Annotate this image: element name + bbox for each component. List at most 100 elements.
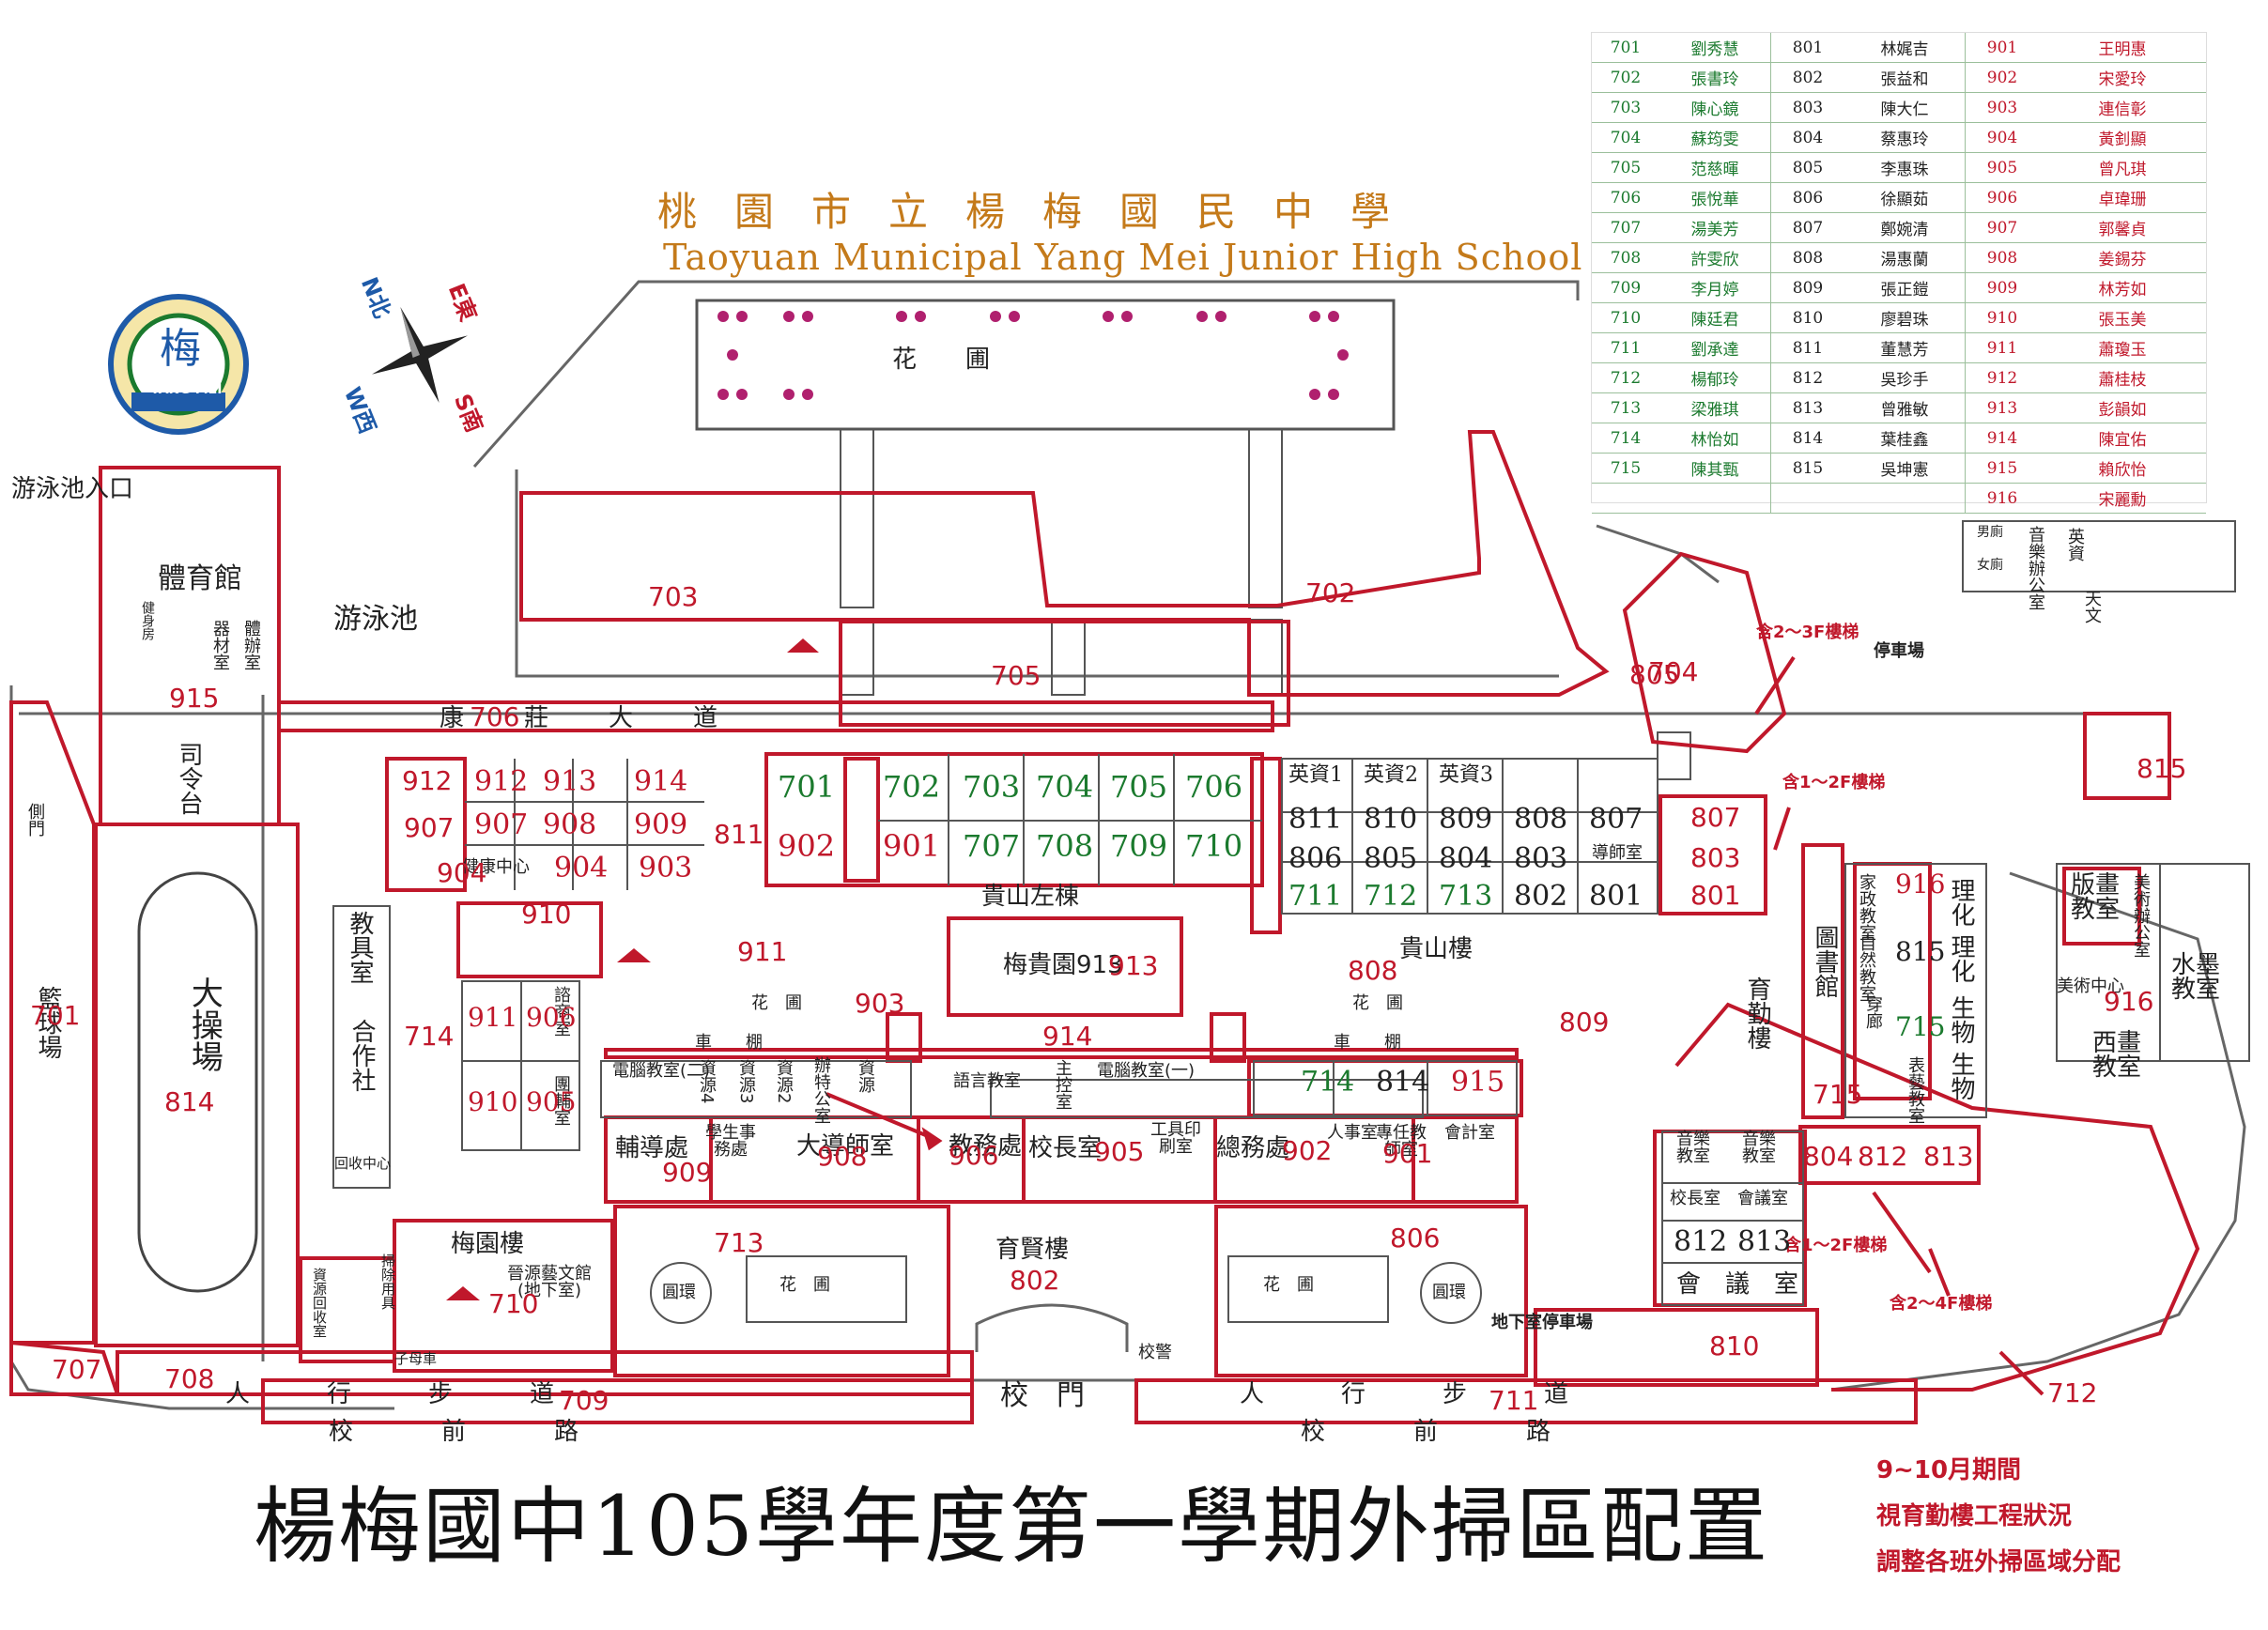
roster-cell: 709 xyxy=(1592,272,1659,303)
roster-cell: 廖碧珠 xyxy=(1844,302,1966,333)
roster-cell: 911 xyxy=(1965,332,2039,363)
room-number: 708 xyxy=(1036,828,1094,864)
roster-cell: 范慈暉 xyxy=(1659,152,1771,183)
roster-cell: 914 xyxy=(1965,423,2039,454)
kang-road-label: 康 莊 大 道 xyxy=(440,704,722,732)
roster-cell: 703 xyxy=(1592,92,1659,123)
roster-cell: 912 xyxy=(1965,362,2039,393)
control-room-label: 主控室 xyxy=(1053,1059,1072,1110)
note-line-2: 視育勤樓工程狀況 xyxy=(1876,1502,2073,1530)
zone-label-916: 916 xyxy=(2104,986,2154,1017)
room-number: 709 xyxy=(1110,828,1168,864)
personnel-label: 人事室 xyxy=(1327,1123,1378,1143)
room-number: 813 xyxy=(1737,1225,1792,1258)
recycle-label: 回收中心 xyxy=(334,1155,392,1172)
roster-cell: 張玉美 xyxy=(2039,302,2206,333)
zone-label-812: 812 xyxy=(1858,1141,1908,1172)
roster-cell: 葉桂鑫 xyxy=(1844,423,1966,454)
room-number: 914 xyxy=(634,765,688,798)
basement-parking-label: 地下室停車場 xyxy=(1491,1313,1593,1332)
room-number: 812 xyxy=(1674,1225,1728,1258)
room-number: 705 xyxy=(1110,769,1168,805)
roster-cell: 708 xyxy=(1592,242,1659,273)
meeting-big-label: 會 議 室 xyxy=(1676,1270,1799,1299)
zone-label-901: 901 xyxy=(1382,1138,1433,1169)
gym-label: 體育館 xyxy=(158,562,242,595)
zone-label-705: 705 xyxy=(991,660,1041,691)
sidewalk-left-label: 人 行 步 道 xyxy=(225,1380,564,1408)
roster-cell: 鄭婉清 xyxy=(1844,212,1966,243)
roundabout-left-label: 圓環 xyxy=(662,1283,696,1302)
room-number: 702 xyxy=(883,769,941,805)
corridor-label: 穿廊 xyxy=(1863,995,1883,1029)
room-number: 811 xyxy=(1288,803,1343,836)
roster-cell: 郭馨貞 xyxy=(2039,212,2206,243)
roster-cell: 黃釗顯 xyxy=(2039,122,2206,153)
roster-cell: 904 xyxy=(1965,122,2039,153)
stairs-2-4f-label: 含2～4F樓梯 xyxy=(1890,1294,1993,1314)
roster-cell: 906 xyxy=(1965,182,2039,213)
zone-label-912: 912 xyxy=(402,765,453,796)
roster-cell: 李惠珠 xyxy=(1844,152,1966,183)
roster-cell: 705 xyxy=(1592,152,1659,183)
basketball-label: 籃球場 xyxy=(34,986,62,1059)
gym-office-label: 體辦室 xyxy=(241,620,261,670)
language-label: 語言教室 xyxy=(953,1071,1021,1091)
car-shed-right-label: 車 棚 xyxy=(1334,1033,1401,1053)
zone-label-703: 703 xyxy=(648,581,699,612)
roster-cell xyxy=(1592,483,1659,514)
zone-label-713: 713 xyxy=(714,1227,764,1258)
zone-label-707: 707 xyxy=(52,1354,102,1385)
zone-label-913: 913 xyxy=(1108,950,1159,981)
room-number: 807 xyxy=(1589,803,1643,836)
roster-cell: 劉承達 xyxy=(1659,332,1771,363)
music-room-b-label: 音樂教室 xyxy=(1742,1130,1776,1166)
meigui-garden-label: 梅貴園913 xyxy=(1003,951,1123,979)
roster-cell: 連信彰 xyxy=(2039,92,2206,123)
room-number: 808 xyxy=(1514,803,1568,836)
english-room-label: 英資 xyxy=(2065,528,2085,561)
roster-cell: 901 xyxy=(1965,33,2039,63)
flower-bed-left-label: 花 圃 xyxy=(751,993,802,1013)
zone-label-811: 811 xyxy=(714,819,764,850)
roster-cell: 909 xyxy=(1965,272,2039,303)
roster-cell: 湯惠蘭 xyxy=(1844,242,1966,273)
roster-cell: 林怡如 xyxy=(1659,423,1771,454)
tutor-room-label: 導師室 xyxy=(1592,843,1643,863)
side-gate-label: 側門 xyxy=(25,803,45,837)
teaching-aids-label: 教具室 xyxy=(346,911,374,984)
roster-cell: 曾凡琪 xyxy=(2039,152,2206,183)
roster-cell: 宋愛玲 xyxy=(2039,62,2206,93)
zone-label-804: 804 xyxy=(1803,1141,1854,1172)
guishan-left-label: 貴山左棟 xyxy=(981,883,1080,911)
zone-label-807: 807 xyxy=(1690,802,1741,833)
art-office-label: 美術辦公室 xyxy=(2131,873,2151,958)
roster-cell: 710 xyxy=(1592,302,1659,333)
computer1-label: 電腦教室(一) xyxy=(1097,1061,1196,1081)
garden-label: 花 圃 xyxy=(892,346,991,374)
roundabout-right-label: 圓環 xyxy=(1432,1283,1466,1302)
room-number: 916 xyxy=(1895,869,1946,900)
room-number: 806 xyxy=(1288,842,1343,875)
room-number: 906 xyxy=(526,1002,577,1033)
small-gardens xyxy=(746,1255,1389,1323)
health-center-label: 健康中心 xyxy=(462,857,530,877)
logo-glyph: 梅 xyxy=(160,325,201,373)
room-number: 703 xyxy=(963,769,1021,805)
roster-cell: 陳心鏡 xyxy=(1659,92,1771,123)
zone-label-911: 911 xyxy=(737,936,788,967)
music-room-a-label: 音樂教室 xyxy=(1676,1130,1710,1166)
roster-cell: 903 xyxy=(1965,92,2039,123)
room-number: 815 xyxy=(1895,936,1946,967)
room-number: 814 xyxy=(1376,1066,1430,1099)
roster-cell: 905 xyxy=(1965,152,2039,183)
resource1-label: 資源 xyxy=(856,1059,875,1093)
roster-cell: 907 xyxy=(1965,212,2039,243)
zone-label-802: 802 xyxy=(1010,1265,1060,1296)
